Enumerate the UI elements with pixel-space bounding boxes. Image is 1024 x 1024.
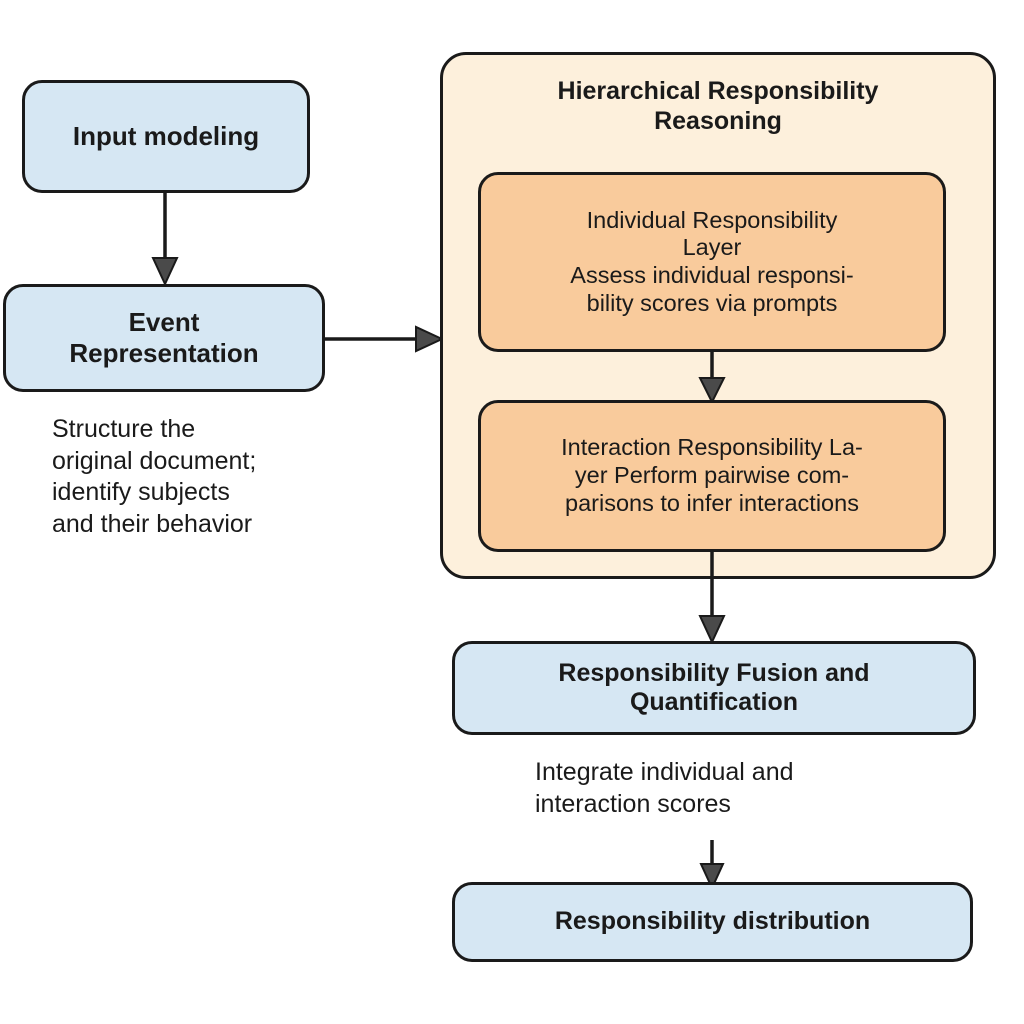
node-event-representation-label: Event Representation	[69, 307, 259, 368]
arrow-input-to-event	[151, 192, 179, 287]
node-individual-responsibility-layer[interactable]: Individual Responsibility Layer Assess i…	[478, 172, 946, 352]
caption-event-representation: Structure the original document; identif…	[52, 414, 352, 540]
node-responsibility-distribution-label: Responsibility distribution	[554, 907, 871, 936]
node-responsibility-fusion-and-quantification[interactable]: Responsibility Fusion and Quantification	[452, 641, 976, 735]
node-individual-responsibility-layer-label: Individual Responsibility Layer Assess i…	[570, 206, 854, 316]
node-responsibility-distribution[interactable]: Responsibility distribution	[452, 882, 973, 962]
node-interaction-responsibility-layer[interactable]: Interaction Responsibility La- yer Perfo…	[478, 400, 946, 552]
node-responsibility-fusion-label: Responsibility Fusion and Quantification	[558, 658, 870, 717]
caption-responsibility-fusion-text: Integrate individual and interaction sco…	[535, 758, 794, 818]
node-event-representation[interactable]: Event Representation	[3, 284, 325, 392]
node-input-modeling-label: Input modeling	[72, 121, 260, 152]
caption-event-representation-text: Structure the original document; identif…	[52, 415, 257, 538]
caption-responsibility-fusion: Integrate individual and interaction sco…	[535, 757, 915, 820]
node-input-modeling[interactable]: Input modeling	[22, 80, 310, 193]
hrr-title-text: Hierarchical Responsibility Reasoning	[557, 77, 879, 135]
arrow-event-to-hrr	[324, 325, 445, 353]
node-interaction-responsibility-layer-label: Interaction Responsibility La- yer Perfo…	[561, 434, 863, 516]
container-hierarchical-responsibility-reasoning-title: Hierarchical Responsibility Reasoning	[460, 76, 976, 136]
